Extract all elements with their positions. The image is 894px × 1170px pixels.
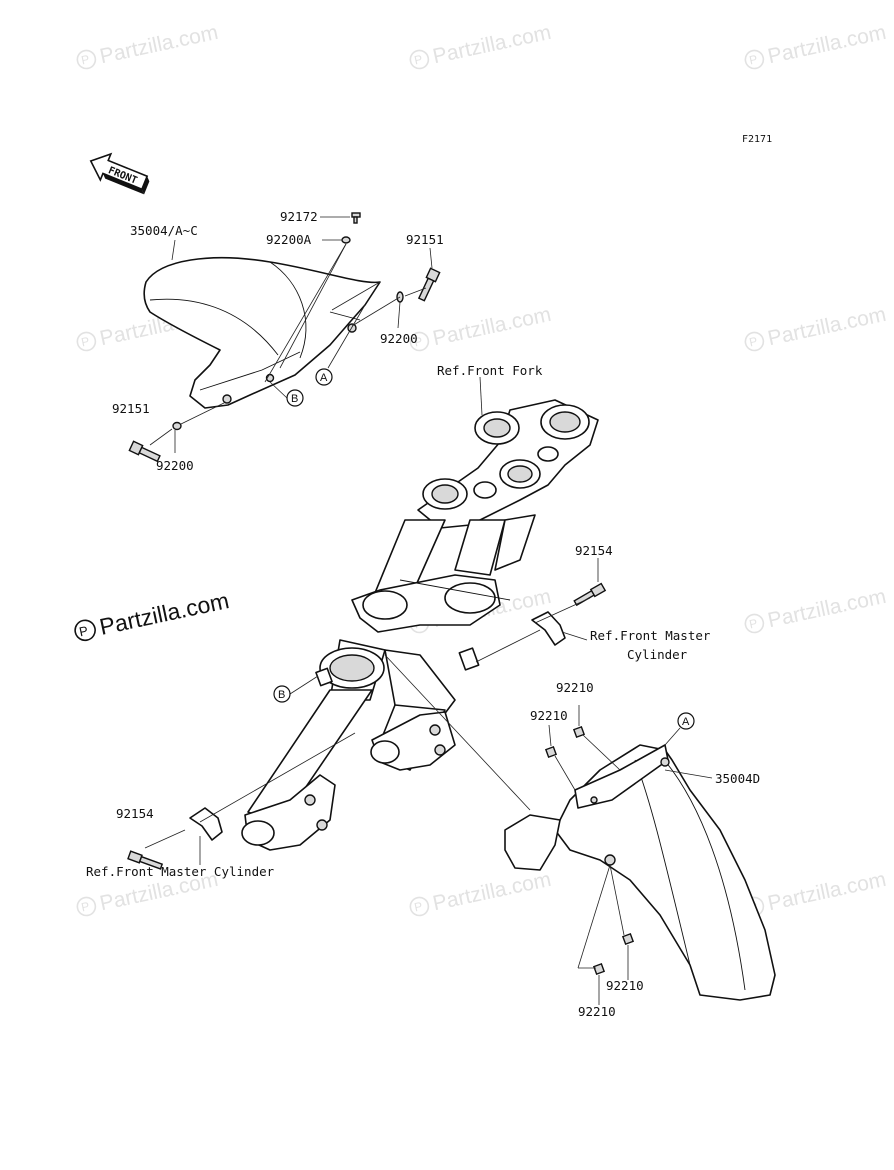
washer-92200-left-icon: [172, 421, 182, 431]
callout-b-upper: B: [286, 389, 304, 407]
front-fender: [504, 744, 776, 1001]
label-92210-3: 92210: [606, 978, 644, 993]
watermark-text: Partzilla.com: [431, 21, 553, 68]
svg-text:P: P: [748, 52, 759, 67]
label-92210-2: 92210: [530, 708, 568, 723]
label-35004d: 35004D: [715, 771, 760, 786]
label-92200a: 92200A: [266, 232, 312, 247]
svg-text:P: P: [80, 899, 91, 914]
svg-text:P: P: [748, 334, 759, 349]
bolt-92151-right-icon: [417, 267, 441, 302]
watermark-text: Partzilla.com: [431, 868, 553, 915]
label-92210-4: 92210: [578, 1004, 616, 1019]
callout-a-lower: A: [677, 712, 695, 730]
watermark-text: Partzilla.com: [766, 868, 888, 915]
label-92172: 92172: [280, 209, 318, 224]
callout-a-label: A: [320, 372, 328, 384]
callout-b-label: B: [291, 393, 298, 405]
label-92154-left: 92154: [116, 806, 154, 821]
label-ref-master-cylinder-left: Ref.Front Master Cylinder: [86, 864, 275, 879]
bolt-92151-left-icon: [128, 440, 161, 463]
bolt-92172-icon: [351, 212, 361, 224]
leader-lines-lower: [144, 376, 713, 1005]
svg-text:P: P: [413, 334, 424, 349]
front-arrow-icon: FRONT: [89, 152, 150, 195]
svg-text:P: P: [80, 52, 91, 67]
label-ref-master-cylinder-right-2: Cylinder: [627, 647, 688, 662]
svg-text:P: P: [80, 334, 91, 349]
nut-92210-icon: [592, 962, 606, 976]
callout-b-lower: B: [273, 685, 291, 703]
label-92200-right: 92200: [380, 331, 418, 346]
watermark-text: Partzilla.com: [766, 585, 888, 632]
label-92151-left: 92151: [112, 401, 150, 416]
label-92151-right: 92151: [406, 232, 444, 247]
label-92210-1: 92210: [556, 680, 594, 695]
clamp-left-icon: [189, 807, 223, 841]
label-ref-master-cylinder-right-1: Ref.Front Master: [590, 628, 711, 643]
svg-text:P: P: [413, 899, 424, 914]
callout-a-upper: A: [315, 368, 333, 386]
callout-a-label: A: [682, 716, 690, 728]
leader-lines-upper: [149, 216, 433, 453]
label-92154-right: 92154: [575, 543, 613, 558]
label-ref-front-fork: Ref.Front Fork: [437, 363, 543, 378]
rear-fender: [143, 257, 381, 409]
svg-text:P: P: [78, 623, 90, 639]
washer-92200a-icon: [341, 236, 351, 244]
label-92200-left: 92200: [156, 458, 194, 473]
svg-text:P: P: [748, 616, 759, 631]
label-35004-a-c: 35004/A~C: [130, 223, 198, 238]
part-labels: 35004/A~C 92172 92200A 92151 92200 92151…: [86, 209, 760, 1019]
watermark-text: Partzilla.com: [766, 21, 888, 68]
nut-92210-icon: [572, 725, 586, 739]
svg-text:P: P: [413, 52, 424, 67]
nut-92210-icon: [621, 932, 635, 946]
bolt-92154-left-icon: [127, 850, 164, 870]
callout-b-label: B: [278, 689, 285, 701]
front-fork: [241, 399, 599, 851]
watermark-text: Partzilla.com: [98, 21, 220, 68]
nut-92210-icon: [544, 745, 558, 759]
watermark-text: Partzilla.com: [431, 303, 553, 350]
watermark-text-dark: Partzilla.com: [97, 587, 231, 640]
figure-id: F2171: [742, 134, 772, 145]
watermark-text: Partzilla.com: [766, 303, 888, 350]
